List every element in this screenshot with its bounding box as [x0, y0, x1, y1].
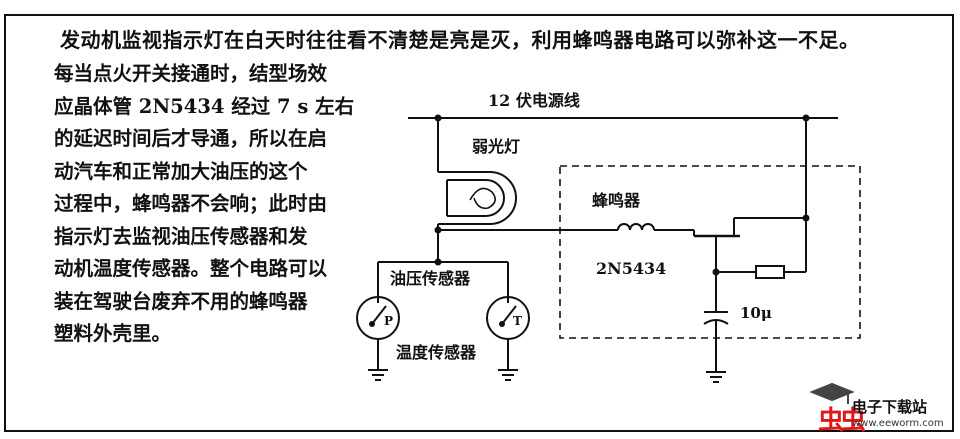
intro-text: 发动机监视指示灯在白天时往往看不清楚是亮是灭，利用蜂鸣器电路可以弥补这一不足。	[60, 28, 860, 52]
transistor-label: 2N5434	[596, 259, 666, 278]
power-line-label: 12 伏电源线	[488, 91, 580, 110]
body-line: 每当点火开关接通时，结型场效	[54, 62, 328, 85]
buzzer-label: 蜂鸣器	[592, 191, 641, 210]
buzzer-coil	[617, 223, 655, 231]
body-line: 应晶体管 2N5434 经过 7 s 左右	[54, 94, 355, 118]
watermark-name: 电子下载站	[852, 398, 928, 416]
body-line: 动汽车和正常加大油压的这个	[54, 159, 308, 183]
body-line: 动机温度传感器。整个电路可以	[54, 257, 328, 280]
junction-dot	[802, 214, 810, 222]
oil-pressure-sensor	[356, 296, 400, 370]
watermark-url: www.eeworm.com	[852, 418, 944, 429]
capacitor-label: 10μ	[740, 304, 772, 322]
junction-dot	[434, 114, 442, 122]
oil-sensor-label: 油压传感器	[390, 269, 471, 288]
body-line: 的延迟时间后才导通，所以在启	[54, 127, 328, 150]
lamp-label: 弱光灯	[472, 137, 520, 156]
junction-dot	[434, 258, 442, 266]
resistor	[755, 265, 785, 279]
sensor-p-mark: P	[384, 314, 393, 328]
jfet-transistor	[693, 218, 740, 272]
enclosure-box	[559, 165, 861, 339]
watermark-logo: 虫虫	[818, 406, 866, 436]
sensor-t-mark: T	[513, 314, 522, 328]
body-text: 每当点火开关接通时，结型场效 应晶体管 2N5434 经过 7 s 左右 的延迟…	[54, 58, 354, 351]
ground-icon	[368, 369, 388, 381]
body-line: 塑料外壳里。	[54, 322, 172, 345]
ground-icon	[706, 371, 726, 383]
body-line: 过程中，蜂鸣器不会响；此时由	[54, 192, 328, 215]
body-line: 装在驾驶台废弃不用的蜂鸣器	[54, 289, 308, 313]
lamp-symbol	[438, 171, 517, 225]
ground-icon	[498, 369, 518, 381]
junction-dot	[802, 114, 810, 122]
figure-frame	[4, 14, 954, 432]
temperature-sensor	[486, 296, 530, 370]
graduation-cap-icon	[809, 382, 855, 404]
body-line: 指示灯去监视油压传感器和发	[54, 224, 308, 248]
temp-sensor-label: 温度传感器	[395, 343, 477, 362]
